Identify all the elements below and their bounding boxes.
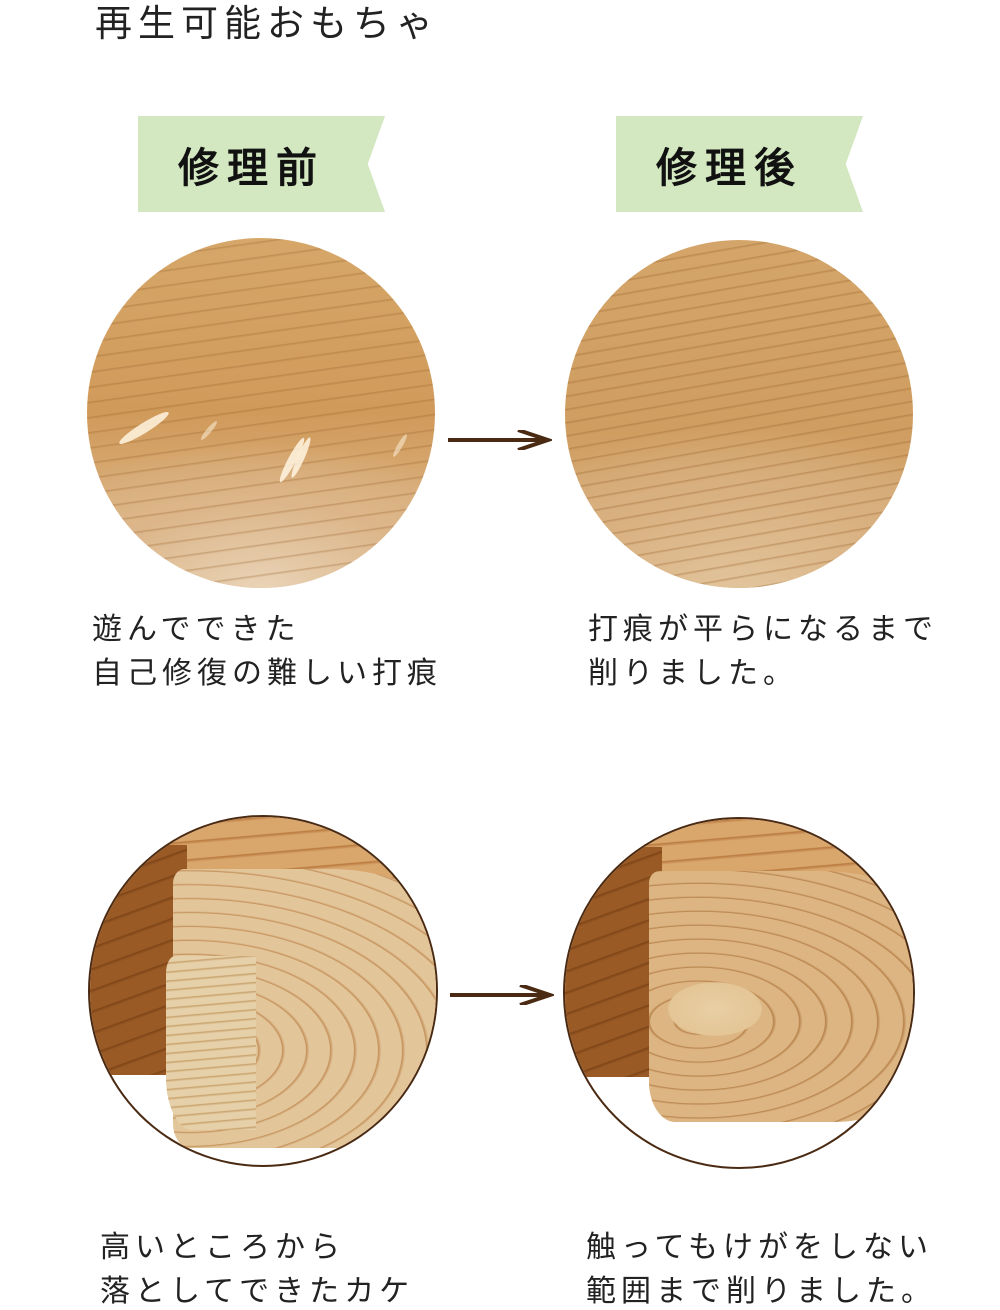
scratched-wood-photo bbox=[87, 238, 435, 588]
smoothed-wood-photo bbox=[565, 240, 913, 588]
caption-line: 範囲まで削りました。 bbox=[586, 1274, 936, 1309]
caption-line: 高いところから bbox=[100, 1230, 345, 1265]
after-label-ribbon: 修理後 bbox=[616, 116, 863, 212]
rounded-wood-photo bbox=[563, 817, 915, 1169]
after-label: 修理後 bbox=[656, 144, 803, 192]
before-label: 修理前 bbox=[178, 144, 325, 192]
caption-line: 削りました。 bbox=[588, 656, 798, 691]
caption-line: 打痕が平らになるまで bbox=[588, 612, 938, 647]
after-caption: 打痕が平らになるまで 削りました。 bbox=[588, 608, 938, 696]
after-caption: 触ってもけがをしない 範囲まで削りました。 bbox=[586, 1226, 936, 1310]
wood-end-grain bbox=[648, 871, 913, 1122]
arrow-right-icon bbox=[448, 430, 552, 450]
caption-line: 触ってもけがをしない bbox=[586, 1230, 933, 1265]
wood-texture bbox=[87, 238, 435, 588]
wood-side-face bbox=[565, 846, 663, 1077]
before-caption: 高いところから 落としてできたカケ bbox=[100, 1226, 414, 1310]
caption-line: 落としてできたカケ bbox=[100, 1274, 415, 1309]
wood-texture bbox=[565, 240, 913, 588]
caption-line: 遊んでできた bbox=[92, 612, 301, 647]
before-caption: 遊んでできた 自己修復の難しい打痕 bbox=[92, 608, 442, 696]
chipped-wood-photo bbox=[88, 815, 438, 1167]
caption-line: 自己修復の難しい打痕 bbox=[92, 656, 442, 691]
before-label-ribbon: 修理前 bbox=[138, 116, 385, 212]
chipped-edge bbox=[166, 956, 257, 1131]
arrow-right-icon bbox=[450, 985, 554, 1005]
page-title: 再生可能おもちゃ bbox=[95, 2, 439, 45]
